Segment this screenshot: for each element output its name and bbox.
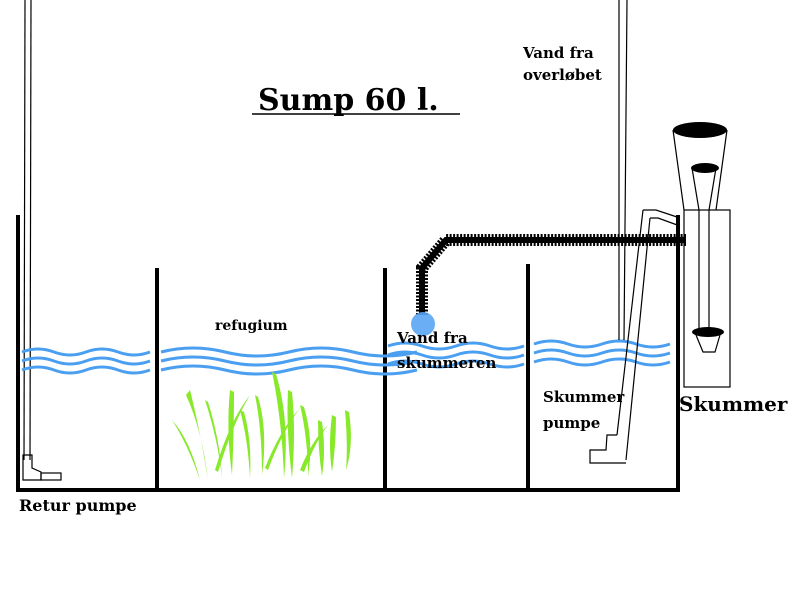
water-waves-skimmer-pump <box>533 339 671 367</box>
label-inflow-overflow-line1: Vand fra <box>522 44 594 62</box>
water-waves-return <box>21 347 151 375</box>
hose-outlet-splash <box>411 312 435 336</box>
label-inflow-overflow-line2: overløbet <box>523 66 602 84</box>
water-waves-middle <box>387 341 525 369</box>
diagram-title: Sump 60 l. <box>258 83 439 118</box>
overflow-pipe <box>618 0 628 341</box>
protein-skimmer <box>672 122 731 388</box>
skimmer-pump <box>589 209 681 464</box>
label-return-pump: Retur pumpe <box>19 496 137 515</box>
water-surface <box>21 339 671 376</box>
return-pump <box>22 454 62 481</box>
label-refugium: refugium <box>215 318 288 334</box>
label-inflow-skimmer-line1: Vand fra <box>396 329 468 347</box>
refugium-plants <box>172 372 351 480</box>
skimmer-outlet-hose <box>416 234 686 315</box>
sump-tank <box>16 215 680 492</box>
return-pipe <box>23 0 32 461</box>
label-skimmer: Skummer <box>679 392 788 416</box>
label-skimmer-pump-line1: Skummer <box>543 388 625 406</box>
label-inflow-skimmer-line2: skummeren <box>397 354 496 372</box>
label-skimmer-pump-line2: pumpe <box>543 414 600 432</box>
water-waves-refugium <box>160 346 418 376</box>
